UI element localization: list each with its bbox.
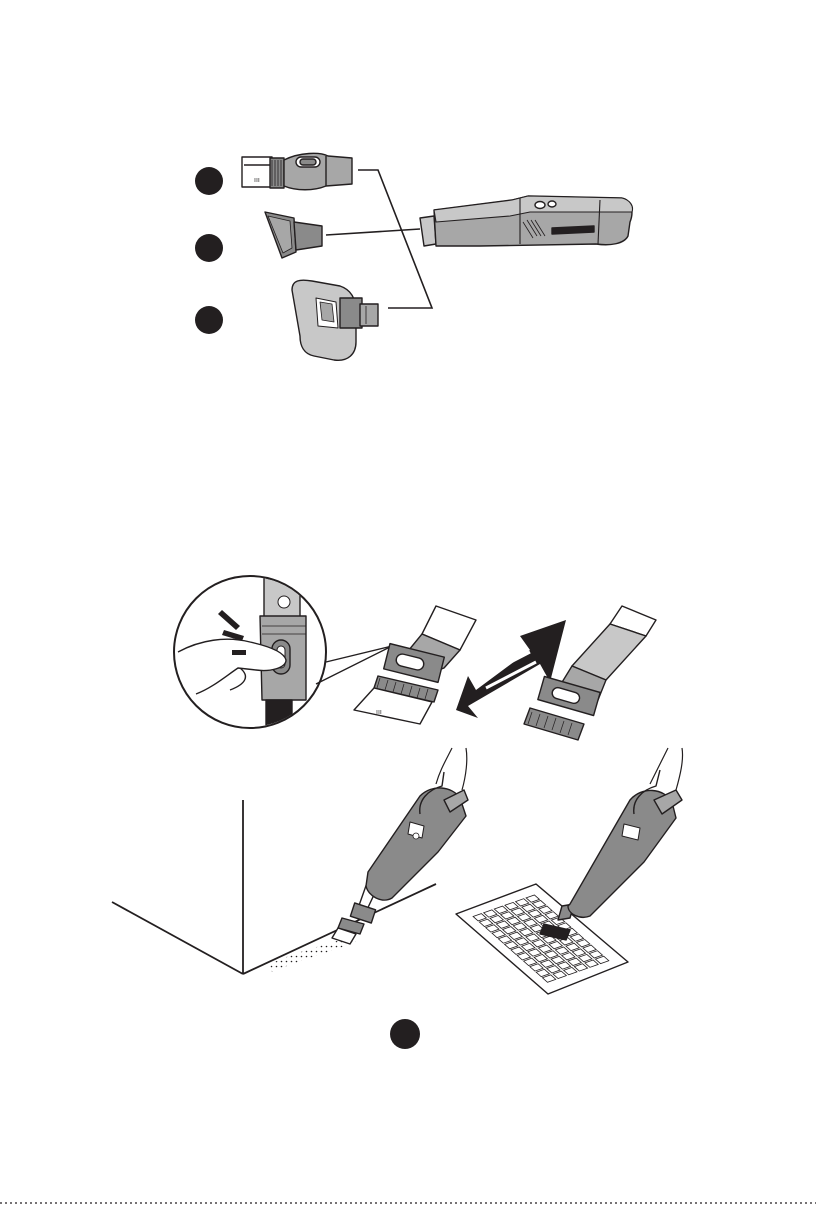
wide-nozzle-tool-icon: [265, 212, 322, 258]
svg-text:ııı: ııı: [376, 709, 382, 716]
crevice-brush-extended-icon: [524, 606, 656, 740]
marker-c: [390, 1019, 420, 1049]
cleaning-keyboard-icon: [456, 748, 683, 994]
cleaning-wall-corner-icon: [112, 748, 468, 974]
section-a-accessories: ııı: [195, 153, 633, 360]
marker-2: [195, 234, 223, 262]
upholstery-brush-tool-icon: [292, 280, 378, 360]
section-c-usage: [112, 748, 683, 1049]
crevice-brush-tool-icon: ııı: [242, 153, 352, 189]
marker-1: [195, 167, 223, 195]
marker-3: [195, 306, 223, 334]
svg-text:ııı: ııı: [254, 177, 260, 184]
release-button-press-detail-icon: [174, 576, 392, 740]
handheld-vacuum-icon: [420, 196, 633, 246]
section-b-extend-tool: ııı: [174, 576, 656, 740]
